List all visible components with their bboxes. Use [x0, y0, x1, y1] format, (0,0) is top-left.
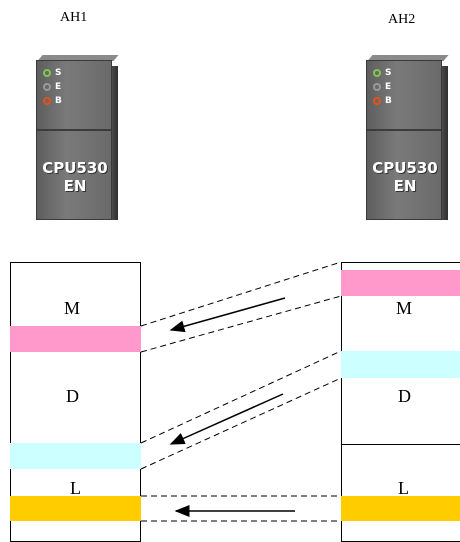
- l-data-block-right: [341, 496, 460, 521]
- led-label: B: [55, 96, 62, 106]
- led-row-e: E: [373, 81, 391, 93]
- led-label: S: [385, 68, 392, 78]
- d-mapping-line-top: [140, 350, 342, 444]
- memory-map-ah1: [10, 262, 141, 542]
- plc-module-ah2: S E B CPU530 EN: [366, 55, 449, 220]
- divider-right: [341, 444, 460, 445]
- plc-title-ah1: AH1: [60, 10, 88, 25]
- run-led-icon: [43, 69, 51, 77]
- area-label-d-right: D: [398, 386, 411, 406]
- led-row-e: E: [43, 81, 61, 93]
- battery-led-icon: [43, 97, 51, 105]
- error-led-icon: [373, 83, 381, 91]
- led-row-s: S: [373, 67, 391, 79]
- m-transfer-arrow: [169, 297, 286, 333]
- led-label: E: [385, 82, 392, 92]
- area-label-l-left: L: [70, 478, 81, 498]
- run-led-icon: [373, 69, 381, 77]
- led-row-b: B: [373, 95, 392, 107]
- plc-module-ah1: S E B CPU530 EN: [36, 55, 119, 220]
- d-data-block-left: [10, 443, 141, 469]
- led-row-b: B: [43, 95, 62, 107]
- led-label: E: [55, 82, 62, 92]
- area-label-m-right: M: [396, 298, 413, 318]
- m-data-block-right: [341, 270, 460, 296]
- led-label: S: [55, 68, 62, 78]
- led-row-s: S: [43, 67, 61, 79]
- area-label-d-left: D: [66, 386, 79, 406]
- area-label-l-right: L: [398, 478, 409, 498]
- led-label: B: [385, 96, 392, 106]
- plc-model-label: CPU530 EN: [42, 159, 108, 195]
- area-label-m-left: M: [64, 298, 81, 318]
- l-data-block-left: [10, 496, 141, 521]
- m-mapping-line-top: [140, 261, 342, 327]
- battery-led-icon: [373, 97, 381, 105]
- plc-title-ah2: AH2: [388, 12, 416, 27]
- plc-model-label: CPU530 EN: [372, 159, 438, 195]
- d-transfer-arrow: [169, 393, 284, 445]
- d-data-block-right: [341, 351, 460, 378]
- m-data-block-left: [10, 326, 141, 352]
- error-led-icon: [43, 83, 51, 91]
- d-mapping-line-bottom: [140, 377, 342, 470]
- m-mapping-line-bottom: [140, 295, 342, 353]
